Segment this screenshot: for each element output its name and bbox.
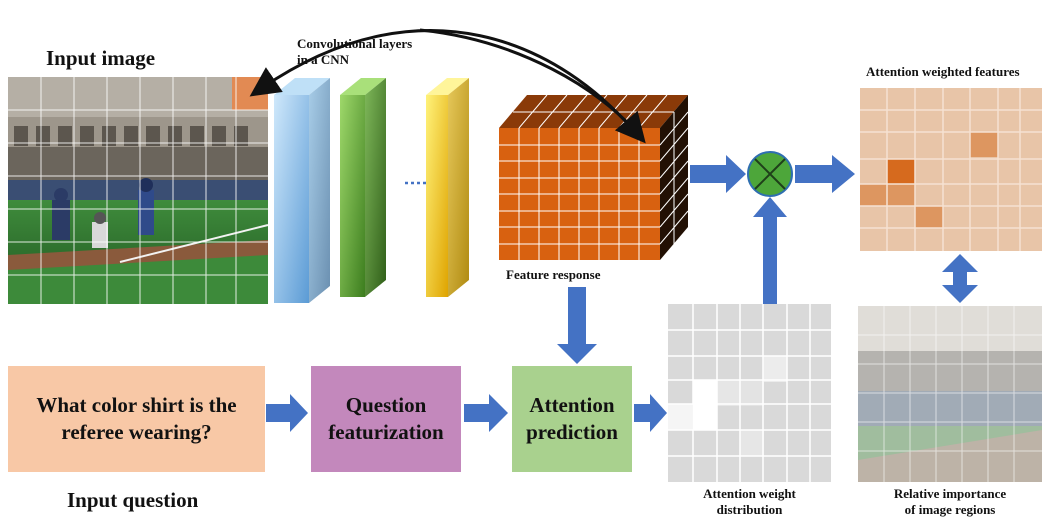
- conv-layers-label: Convolutional layers in a CNN: [297, 36, 412, 68]
- arrow-cube-to-multiply: [690, 155, 746, 193]
- relative-importance-label-line2: of image regions: [904, 502, 996, 517]
- relative-importance-label: Relative importance of image regions: [858, 486, 1042, 518]
- featurization-box: [311, 366, 461, 472]
- attention-weighted-grid: [860, 88, 1042, 251]
- prediction-box: [512, 366, 632, 472]
- relative-importance-label-line1: Relative importance: [893, 486, 1007, 501]
- conv-layer-blue: [274, 78, 330, 303]
- multiply-node: [747, 151, 793, 197]
- input-image: [8, 77, 269, 304]
- question-featurization-content: Question featurization: [328, 393, 444, 444]
- input-image-label: Input image: [46, 46, 156, 70]
- feature-response-label: Feature response: [506, 267, 601, 282]
- attention-weighted-label: Attention weighted features: [866, 64, 1020, 79]
- conv-layers-label-line2: in a CNN: [297, 52, 350, 67]
- attention-prediction-content: Attention prediction: [526, 393, 618, 444]
- conv-layer-green: [340, 78, 386, 297]
- question-featurization-text: Question featurization: [311, 366, 461, 472]
- arrow-prediction-to-weights: [634, 394, 667, 432]
- arrow-multiply-to-weighted: [795, 155, 855, 193]
- attention-weight-label-line1: Attention weight: [703, 486, 796, 501]
- arrow-question-to-featurization: [266, 394, 308, 432]
- curved-arrow-tail: [419, 28, 646, 144]
- relative-importance-image: [858, 306, 1042, 482]
- attention-weight-label-line2: distribution: [716, 502, 783, 517]
- arrow-featurization-to-prediction: [464, 394, 508, 432]
- question-text-content: What color shirt is the referee wearing?: [36, 393, 237, 444]
- conv-layers-label-line1: Convolutional layers: [297, 36, 413, 51]
- attention-weight-label: Attention weight distribution: [668, 486, 831, 518]
- arrow-up-to-multiply: [753, 197, 787, 305]
- conv-layer-yellow: [426, 78, 469, 297]
- attention-weight-grid: [668, 304, 831, 482]
- feature-cube: [499, 94, 689, 260]
- arrow-feature-to-prediction: [557, 287, 597, 364]
- double-arrow: [942, 254, 978, 303]
- input-question-label: Input question: [67, 488, 199, 512]
- question-box: [8, 366, 265, 472]
- attention-prediction-text: Attention prediction: [512, 366, 632, 472]
- question-text: What color shirt is the referee wearing?: [8, 366, 265, 472]
